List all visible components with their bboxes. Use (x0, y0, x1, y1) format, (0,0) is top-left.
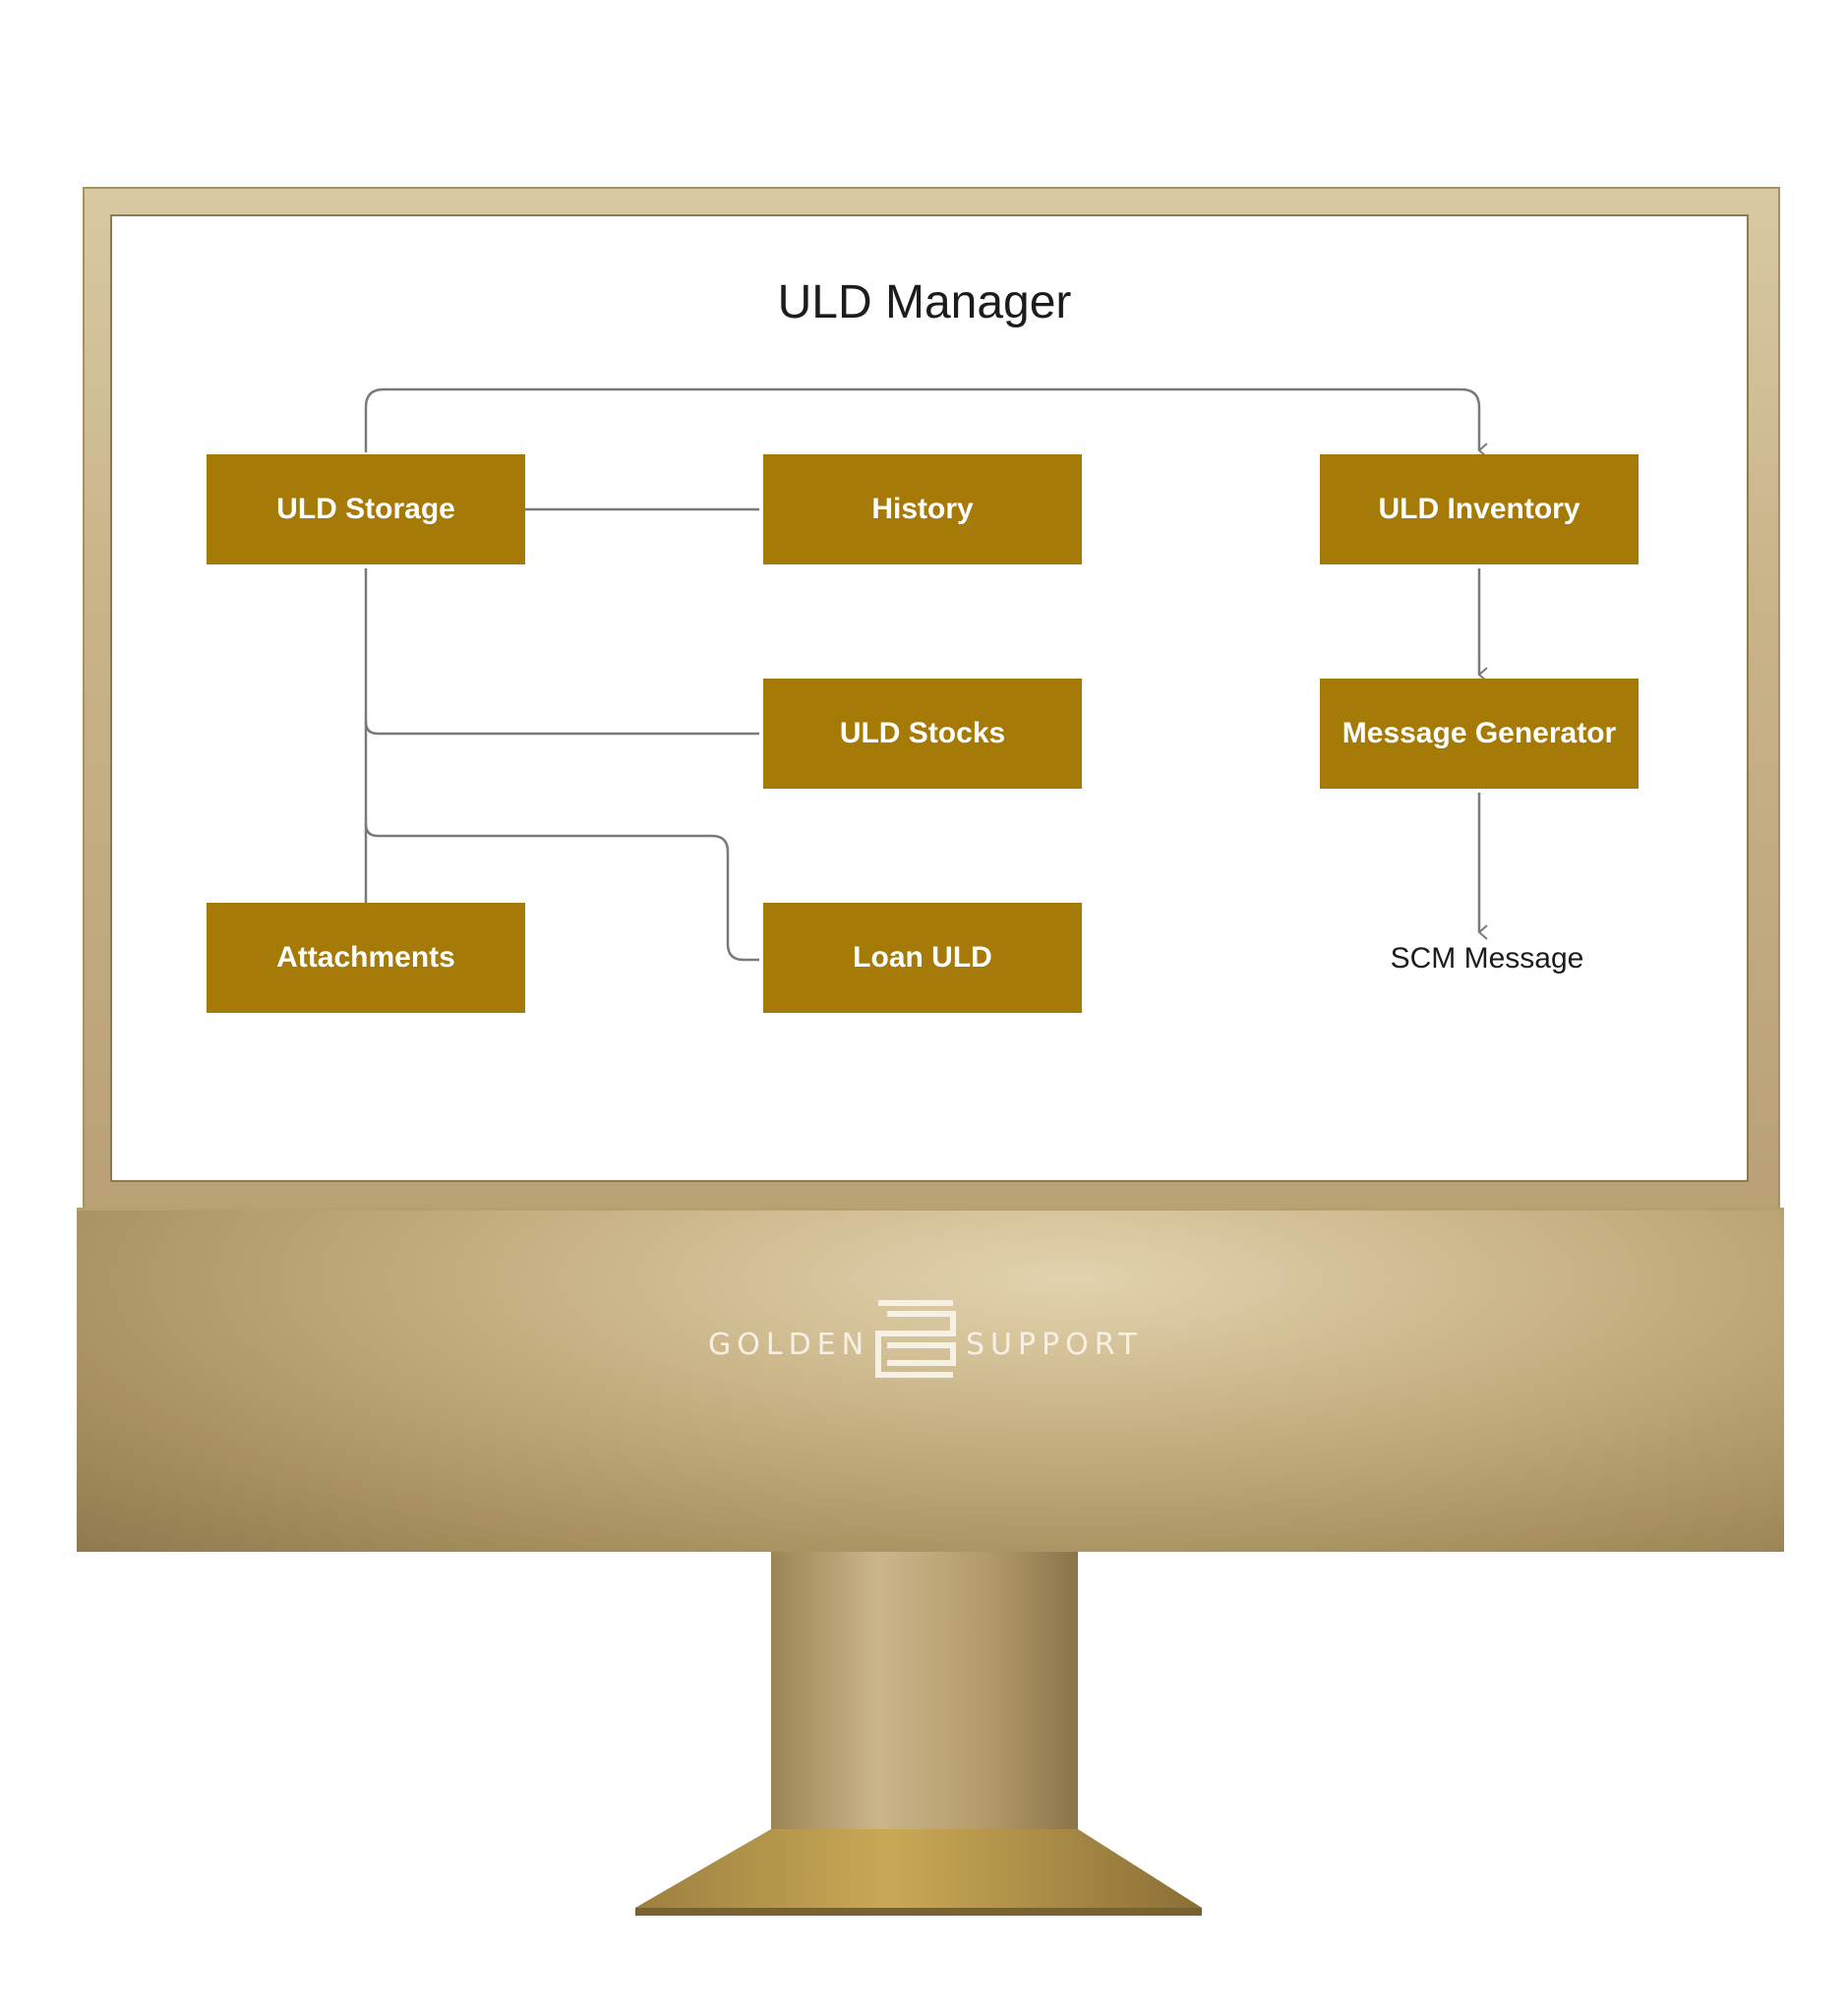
logo-text-support: SUPPORT (966, 1328, 1143, 1362)
monitor-stand-neck (771, 1552, 1078, 1847)
node-uld-stocks: ULD Stocks (763, 679, 1082, 789)
node-uld-storage: ULD Storage (207, 454, 525, 564)
logo-text-golden: GOLDEN (708, 1328, 870, 1362)
node-uld-inventory: ULD Inventory (1320, 454, 1639, 564)
diagram-title: ULD Manager (777, 276, 1072, 328)
node-history: History (763, 454, 1082, 564)
node-attachments: Attachments (207, 903, 525, 1013)
node-loan-uld: Loan ULD (763, 903, 1082, 1013)
golden-support-logo: GOLDEN SUPPORT (688, 1298, 1161, 1387)
logo-mark-icon (875, 1300, 956, 1378)
node-scm-message: SCM Message (1390, 942, 1584, 975)
monitor-chin (77, 1208, 1784, 1552)
node-message-generator: Message Generator (1320, 679, 1639, 789)
